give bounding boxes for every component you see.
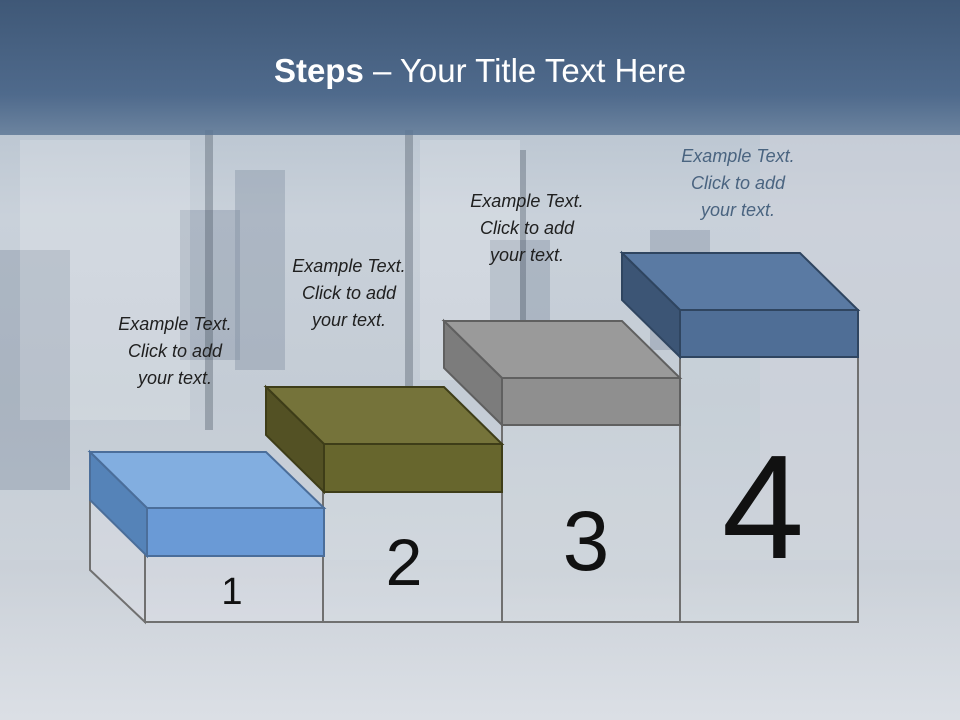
step-3-number: 3 xyxy=(563,494,610,588)
step-4-block[interactable] xyxy=(619,250,861,360)
step-2-caption[interactable]: Example Text. Click to add your text. xyxy=(292,256,406,330)
title-bold: Steps xyxy=(273,52,364,89)
step-2-number: 2 xyxy=(386,525,423,599)
step-1-block[interactable] xyxy=(87,449,327,559)
step-2-block[interactable] xyxy=(263,384,505,495)
title-bar: Steps – Your Title Text Here xyxy=(0,0,960,135)
step-3-block[interactable] xyxy=(441,318,683,428)
step-4-caption[interactable]: Example Text. Click to add your text. xyxy=(681,146,795,220)
step-1-caption[interactable]: Example Text. Click to add your text. xyxy=(118,314,232,388)
title-text: – Your Title Text Here xyxy=(363,52,687,89)
step-4-number: 4 xyxy=(722,425,804,590)
slide-title[interactable]: Steps – Your Title Text Here xyxy=(0,52,960,90)
step-3-caption[interactable]: Example Text. Click to add your text. xyxy=(470,191,584,265)
step-1-number: 1 xyxy=(221,571,242,613)
